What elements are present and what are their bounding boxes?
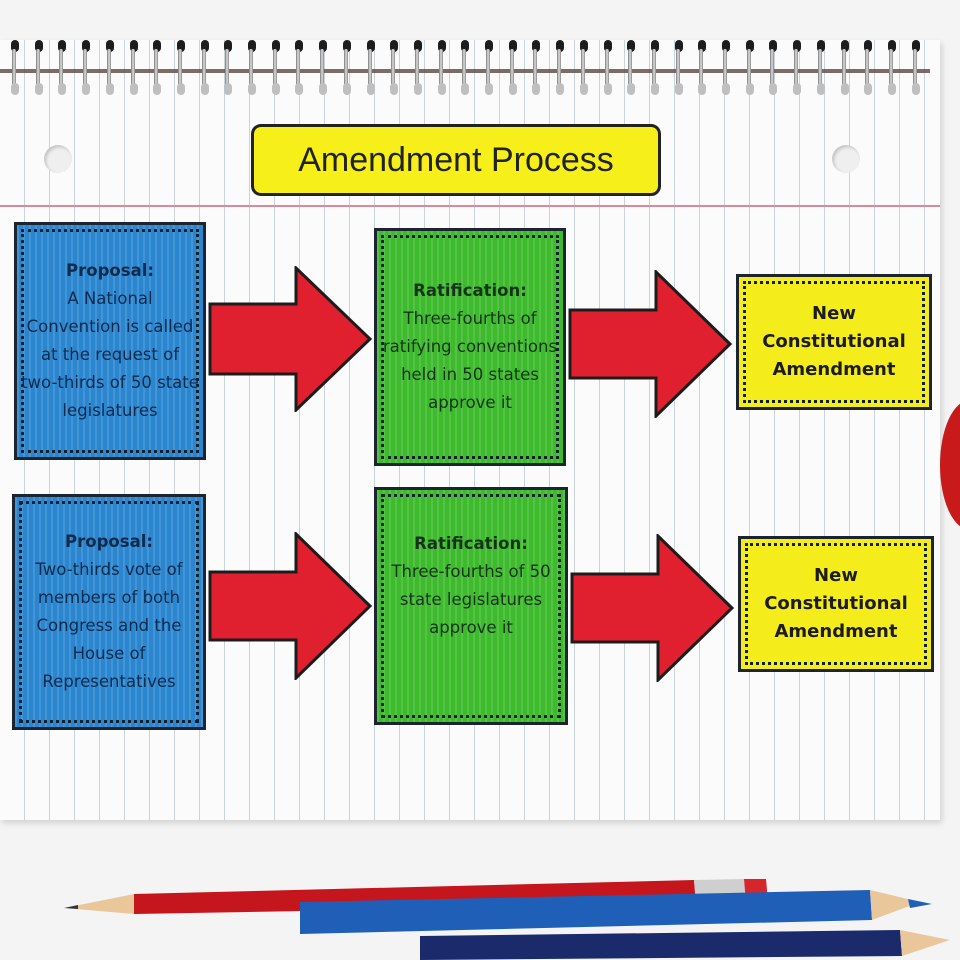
proposal-text-2: Two-thirds vote of members of both Congr…	[35, 560, 183, 691]
red-object-edge	[940, 400, 960, 530]
spiral-coil	[294, 35, 304, 97]
punch-hole-left	[44, 145, 72, 173]
spiral-coil	[792, 35, 802, 97]
spiral-coil	[437, 35, 447, 97]
spiral-coil	[768, 35, 778, 97]
arrow-right-icon	[568, 270, 733, 418]
proposal-text-1: A National Convention is called at the r…	[21, 289, 199, 420]
spiral-coil	[129, 35, 139, 97]
result-text-1: New Constitutional Amendment	[762, 303, 906, 380]
arrow-right-icon	[208, 532, 373, 680]
arrow-right-icon	[570, 534, 735, 682]
spiral-coil	[57, 35, 67, 97]
spiral-coil	[247, 35, 257, 97]
spiral-coil	[555, 35, 565, 97]
spiral-coil	[34, 35, 44, 97]
spiral-coil	[626, 35, 636, 97]
spiral-coil	[603, 35, 613, 97]
spiral-coil	[413, 35, 423, 97]
spiral-coil	[152, 35, 162, 97]
spiral-coil	[697, 35, 707, 97]
spiral-coil	[176, 35, 186, 97]
spiral-coil	[389, 35, 399, 97]
result-text-2: New Constitutional Amendment	[764, 565, 908, 642]
result-box-1: New Constitutional Amendment	[736, 274, 932, 410]
dotted-border	[381, 235, 559, 459]
dotted-border	[743, 281, 925, 403]
ratification-heading-1: Ratification:	[413, 281, 527, 300]
dotted-border	[19, 501, 199, 723]
spiral-coil	[200, 35, 210, 97]
dotted-border	[381, 494, 561, 718]
diagram-title: Amendment Process	[251, 124, 661, 196]
spiral-coil	[887, 35, 897, 97]
spiral-coil	[745, 35, 755, 97]
spiral-coil	[508, 35, 518, 97]
spiral-coil	[10, 35, 20, 97]
spiral-coil	[816, 35, 826, 97]
ratification-text-2: Three-fourths of 50 state legislatures a…	[391, 562, 551, 637]
spiral-coil	[366, 35, 376, 97]
spiral-coil	[105, 35, 115, 97]
spiral-coil	[460, 35, 470, 97]
spiral-binding	[0, 35, 960, 105]
dotted-border	[745, 543, 927, 665]
spiral-coil	[650, 35, 660, 97]
spiral-coil	[721, 35, 731, 97]
ratification-text-1: Three-fourths of ratifying conventions h…	[382, 309, 558, 412]
proposal-box-1: Proposal: A National Convention is called…	[14, 222, 206, 460]
spiral-coil	[840, 35, 850, 97]
spiral-coil	[271, 35, 281, 97]
spiral-coil	[223, 35, 233, 97]
result-box-2: New Constitutional Amendment	[738, 536, 934, 672]
spiral-coil	[531, 35, 541, 97]
navy-pencil-icon	[420, 930, 950, 960]
proposal-heading-1: Proposal:	[66, 261, 154, 280]
proposal-heading-2: Proposal:	[65, 532, 153, 551]
blue-pencil-icon	[300, 890, 932, 934]
spiral-coil	[342, 35, 352, 97]
spiral-coil	[484, 35, 494, 97]
margin-line	[0, 205, 940, 207]
spiral-coil	[81, 35, 91, 97]
proposal-box-2: Proposal: Two-thirds vote of members of b…	[12, 494, 206, 730]
arrow-right-icon	[208, 266, 373, 412]
spiral-coil	[318, 35, 328, 97]
ratification-heading-2: Ratification:	[414, 534, 528, 553]
ratification-box-2: Ratification: Three-fourths of 50 state l…	[374, 487, 568, 725]
spiral-coil	[674, 35, 684, 97]
spiral-coil	[579, 35, 589, 97]
ratification-box-1: Ratification: Three-fourths of ratifying …	[374, 228, 566, 466]
dotted-border	[21, 229, 199, 453]
spiral-coil	[863, 35, 873, 97]
spiral-coil	[911, 35, 921, 97]
punch-hole-right	[832, 145, 860, 173]
